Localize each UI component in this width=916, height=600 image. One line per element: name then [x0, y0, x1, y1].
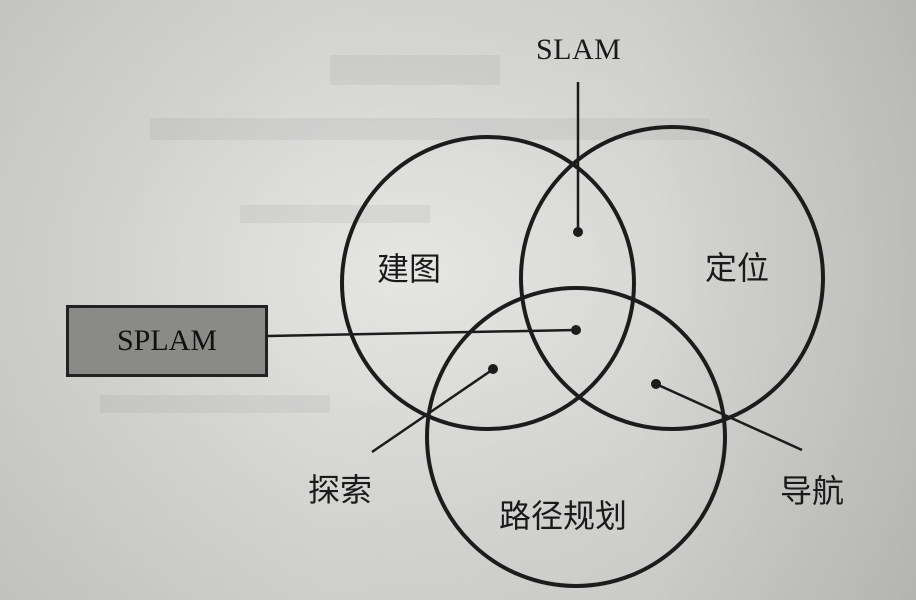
localization-circle	[519, 125, 825, 431]
exploration-label: 探索	[308, 471, 373, 509]
bleed-through-text	[330, 55, 500, 85]
mapping-circle	[340, 135, 636, 431]
path-planning-circle	[425, 286, 727, 588]
exploration-point	[488, 364, 498, 374]
splam-box: SPLAM	[66, 305, 268, 377]
navigation-leader-line	[655, 382, 803, 452]
splam-leader-line	[267, 328, 577, 338]
localization-label: 定位	[705, 249, 770, 287]
bleed-through-text	[240, 205, 430, 223]
navigation-point	[651, 379, 661, 389]
slam-label: SLAM	[536, 33, 622, 66]
bleed-through-text	[100, 395, 330, 413]
navigation-label: 导航	[780, 472, 845, 510]
splam-point	[571, 325, 581, 335]
exploration-leader-line	[371, 368, 493, 454]
path-planning-label: 路径规划	[499, 497, 628, 535]
splam-label: SPLAM	[116, 324, 218, 357]
slam-point	[573, 227, 583, 237]
bleed-through-text	[150, 118, 710, 140]
mapping-label: 建图	[377, 250, 442, 288]
